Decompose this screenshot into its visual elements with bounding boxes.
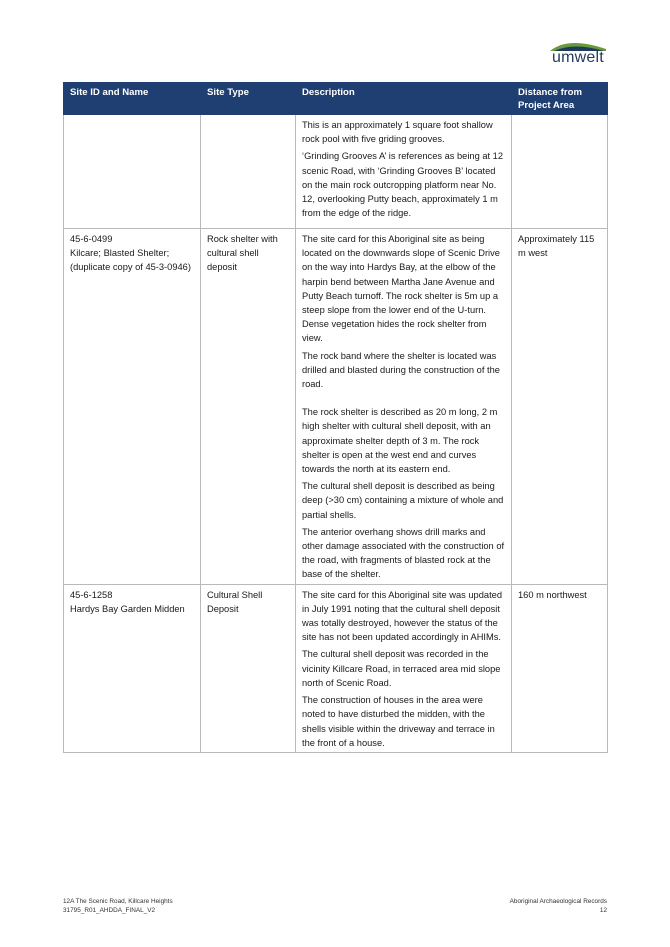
description-paragraph: The cultural shell deposit is described … (302, 481, 504, 520)
page-number: 12 (599, 907, 607, 914)
header-site-id: Site ID and Name (63, 82, 201, 115)
site-name: Hardys Bay Garden Midden (70, 603, 185, 614)
footer-right: Aboriginal Archaeological Records 12 (510, 897, 607, 915)
footer-address: 12A The Scenic Road, Killcare Heights (63, 898, 173, 905)
site-type-cell: Cultural Shell Deposit (200, 583, 296, 753)
site-id-cell (63, 114, 201, 229)
description-paragraph: This is an approximately 1 square foot s… (302, 120, 493, 145)
site-id: 45-6-0499 (70, 234, 113, 244)
site-type-cell: Rock shelter with cultural shell deposit (200, 228, 296, 585)
site-records-table: Site ID and Name Site Type Description D… (63, 82, 608, 753)
description-paragraph: The site card for this Aboriginal site w… (302, 589, 502, 643)
site-type-cell (200, 114, 296, 229)
description-cell: This is an approximately 1 square foot s… (295, 114, 512, 229)
description-paragraph: The anterior overhang shows drill marks … (302, 526, 505, 580)
hill-logo-icon (550, 42, 606, 51)
site-name: Kilcare; Blasted Shelter;(duplicate copy… (70, 248, 191, 273)
table-row: 45-6-0499 Kilcare; Blasted Shelter;(dupl… (63, 228, 608, 585)
table-header-row: Site ID and Name Site Type Description D… (63, 82, 608, 115)
header-distance: Distance from Project Area (511, 82, 608, 115)
distance-cell: Approximately 115 m west (511, 228, 608, 585)
header-description: Description (295, 82, 512, 115)
logo-text: umwelt (552, 49, 604, 66)
distance-cell (511, 114, 608, 229)
description-paragraph: The rock shelter is described as 20 m lo… (302, 407, 498, 475)
description-cell: The site card for this Aboriginal site a… (295, 228, 512, 585)
footer-section: Aboriginal Archaeological Records (509, 898, 607, 905)
description-paragraph: The construction of houses in the area w… (302, 695, 495, 748)
site-id: 45-6-1258 (70, 589, 113, 600)
footer-doc-code: 31795_R01_AHDDA_FINAL_V2 (63, 907, 156, 914)
footer-left: 12A The Scenic Road, Killcare Heights 31… (63, 897, 173, 915)
umwelt-logo: umwelt (548, 38, 608, 68)
description-cell: The site card for this Aboriginal site w… (295, 583, 512, 753)
description-paragraph: The site card for this Aboriginal site a… (302, 234, 500, 344)
description-paragraph: The cultural shell deposit was recorded … (302, 649, 501, 688)
distance-cell: 160 m northwest (511, 583, 608, 753)
table-row: This is an approximately 1 square foot s… (63, 114, 608, 229)
table-row: 45-6-1258 Hardys Bay Garden Midden Cultu… (63, 583, 608, 753)
header-site-type: Site Type (200, 82, 296, 115)
description-paragraph: The rock band where the shelter is locat… (302, 350, 500, 390)
site-id-cell: 45-6-1258 Hardys Bay Garden Midden (63, 583, 201, 753)
site-id-cell: 45-6-0499 Kilcare; Blasted Shelter;(dupl… (63, 228, 201, 585)
description-paragraph: ‘Grinding Grooves A’ is references as be… (302, 151, 504, 219)
